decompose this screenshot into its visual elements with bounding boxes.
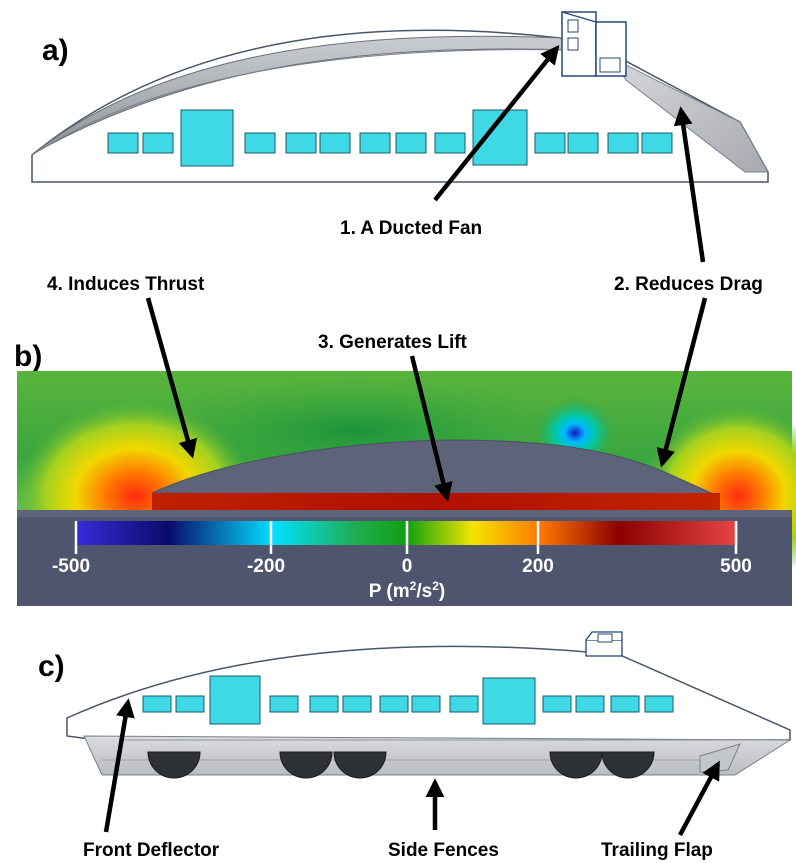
cfd-ground xyxy=(17,510,792,517)
panel-b-label: b) xyxy=(14,340,42,373)
label-generates-lift: 3. Generates Lift xyxy=(318,332,468,353)
label-side-fences: Side Fences xyxy=(388,840,499,861)
bus-c-windows xyxy=(142,675,674,725)
colorbar-tick-label: 500 xyxy=(720,556,752,577)
arrow-ducted-fan xyxy=(433,45,560,202)
bus-c-fan-box xyxy=(585,631,623,657)
arrow-induces-thrust xyxy=(145,297,198,459)
colorbar-tick-label: -500 xyxy=(52,556,90,577)
panel-c: c) xyxy=(38,631,792,861)
label-reduces-drag: 2. Reduces Drag xyxy=(614,274,763,295)
colorbar-tick-label: 0 xyxy=(402,556,413,577)
arrow-front-deflector xyxy=(103,698,135,833)
arrow-reduces-drag-b xyxy=(656,297,708,468)
arrow-reduces-drag xyxy=(673,106,706,263)
arrow-trailing-flap xyxy=(678,760,720,837)
panel-c-label: c) xyxy=(38,650,65,683)
cfd-bus-body xyxy=(151,439,721,498)
bus-a-windows xyxy=(107,109,673,167)
cfd-underbody-high-pressure xyxy=(152,493,720,510)
colorbar-title: P (m2/s2) xyxy=(369,579,445,602)
panel-a-label: a) xyxy=(42,34,69,67)
bus-c-wheels xyxy=(147,751,655,779)
label-trailing-flap: Trailing Flap xyxy=(601,840,713,861)
label-ducted-fan: 1. A Ducted Fan xyxy=(340,218,482,239)
ducted-fan-box xyxy=(561,11,627,77)
panel-b: b) -500 -200 0 200 500 P (m2/s2) xyxy=(14,297,796,606)
label-induces-thrust: 4. Induces Thrust xyxy=(47,274,205,295)
colorbar-tick-label: 200 xyxy=(522,556,554,577)
colorbar-ticks xyxy=(74,521,738,554)
colorbar-tick-label: -200 xyxy=(247,556,285,577)
label-front-deflector: Front Deflector xyxy=(83,840,220,861)
arrow-generates-lift xyxy=(409,355,453,502)
bus-c-body xyxy=(66,645,791,741)
panel-a: a) xyxy=(31,11,769,263)
